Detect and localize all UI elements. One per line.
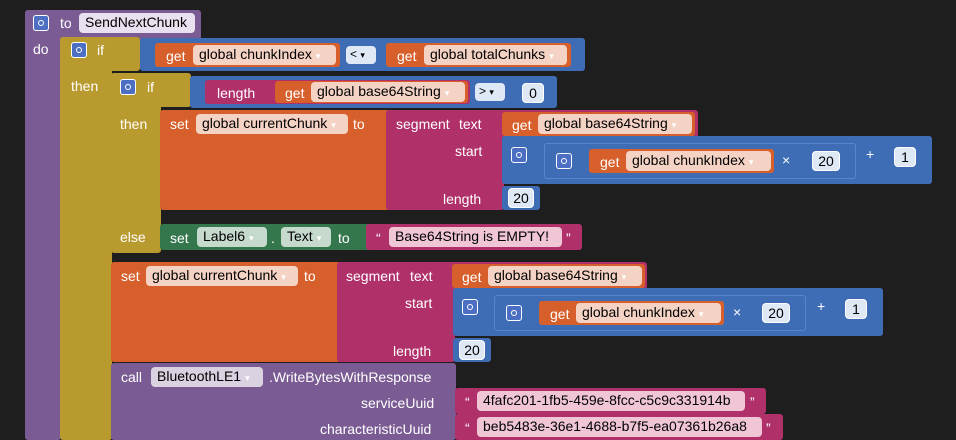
mutator-gear-icon[interactable] <box>33 15 49 31</box>
add-operator: + <box>866 146 875 162</box>
length-label: length <box>217 85 256 101</box>
number-field[interactable]: 20 <box>459 340 485 360</box>
get-label: get <box>397 48 417 64</box>
start-label: start <box>455 143 483 159</box>
segment-label: segment <box>396 116 450 132</box>
number-field[interactable]: 20 <box>812 151 840 171</box>
add-gear-icon[interactable] <box>511 147 527 163</box>
start-label: start <box>405 295 433 311</box>
set-label: set <box>170 116 189 132</box>
multiply-gear-icon[interactable] <box>506 305 522 321</box>
string-field[interactable]: 4fafc201-1fb5-459e-8fcc-c5c9c331914b <box>477 391 745 411</box>
get-label: get <box>285 85 305 101</box>
string-field[interactable]: Base64String is EMPTY! <box>389 227 562 247</box>
add-operator: + <box>817 298 826 314</box>
property-dropdown[interactable]: Text▾ <box>281 227 331 247</box>
get-label: get <box>462 269 482 285</box>
quote-open: “ <box>465 394 470 410</box>
get-label: get <box>600 154 620 170</box>
var-dropdown[interactable]: global chunkIndex▾ <box>193 45 336 65</box>
set-label: set <box>170 230 189 246</box>
service-uuid-label: serviceUuid <box>361 395 435 411</box>
var-dropdown[interactable]: global base64String▾ <box>311 82 465 102</box>
quote-open: “ <box>465 420 470 436</box>
procedure-do-label: do <box>33 41 49 57</box>
component-dropdown[interactable]: Label6▾ <box>197 227 267 247</box>
procedure-body <box>25 10 61 440</box>
if-inner-else-label: else <box>120 229 146 245</box>
if-inner-gear-icon[interactable] <box>120 79 136 95</box>
set-label: set <box>121 268 140 284</box>
string-field[interactable]: beb5483e-36e1-4688-b7f5-ea07361b26a8 <box>477 417 762 437</box>
number-field[interactable]: 20 <box>762 303 790 323</box>
number-field[interactable]: 1 <box>894 147 916 167</box>
quote-close: ” <box>566 230 571 246</box>
call-label: call <box>121 369 143 385</box>
if-outer-gear-icon[interactable] <box>71 42 87 58</box>
compare-op-dropdown[interactable]: < ▾ <box>346 46 376 64</box>
get-label: get <box>166 48 186 64</box>
to-label: to <box>304 268 316 284</box>
length-label: length <box>443 191 482 207</box>
length-label: length <box>393 343 432 359</box>
var-dropdown[interactable]: global base64String▾ <box>488 266 642 286</box>
characteristic-uuid-label: characteristicUuid <box>320 421 432 437</box>
procedure-name-field[interactable]: SendNextChunk <box>79 13 195 33</box>
number-field[interactable]: 20 <box>508 188 534 208</box>
segment-label: segment <box>346 268 400 284</box>
if-block-inner-body <box>111 73 161 253</box>
compare-op-dropdown[interactable]: > ▾ <box>475 83 505 101</box>
var-dropdown[interactable]: global currentChunk▾ <box>196 114 348 134</box>
multiply-gear-icon[interactable] <box>556 153 572 169</box>
get-label: get <box>550 306 570 322</box>
if-outer-if-label: if <box>97 42 104 58</box>
procedure-to-label: to <box>60 15 72 31</box>
multiply-operator: × <box>733 304 742 320</box>
var-dropdown[interactable]: global currentChunk▾ <box>146 266 298 286</box>
quote-close: ” <box>766 420 771 436</box>
if-outer-then-label: then <box>71 78 99 94</box>
var-dropdown[interactable]: global chunkIndex▾ <box>626 151 771 171</box>
text-label: text <box>410 268 433 284</box>
if-inner-if-label: if <box>147 79 154 95</box>
var-dropdown[interactable]: global totalChunks▾ <box>424 45 567 65</box>
dot-label: . <box>271 230 275 246</box>
add-gear-icon[interactable] <box>462 299 478 315</box>
quote-close: ” <box>750 394 755 410</box>
if-block-outer-body <box>60 37 112 440</box>
to-label: to <box>338 230 350 246</box>
var-dropdown[interactable]: global chunkIndex▾ <box>576 303 721 323</box>
to-label: to <box>353 116 365 132</box>
multiply-operator: × <box>782 152 791 168</box>
if-inner-then-label: then <box>120 116 148 132</box>
component-dropdown[interactable]: BluetoothLE1▾ <box>151 367 263 387</box>
number-field[interactable]: 0 <box>522 83 544 103</box>
number-field[interactable]: 1 <box>845 299 867 319</box>
var-dropdown[interactable]: global base64String▾ <box>538 114 692 134</box>
text-label: text <box>459 116 482 132</box>
method-label: .WriteBytesWithResponse <box>269 369 432 385</box>
get-label: get <box>512 117 532 133</box>
quote-open: “ <box>376 230 381 246</box>
